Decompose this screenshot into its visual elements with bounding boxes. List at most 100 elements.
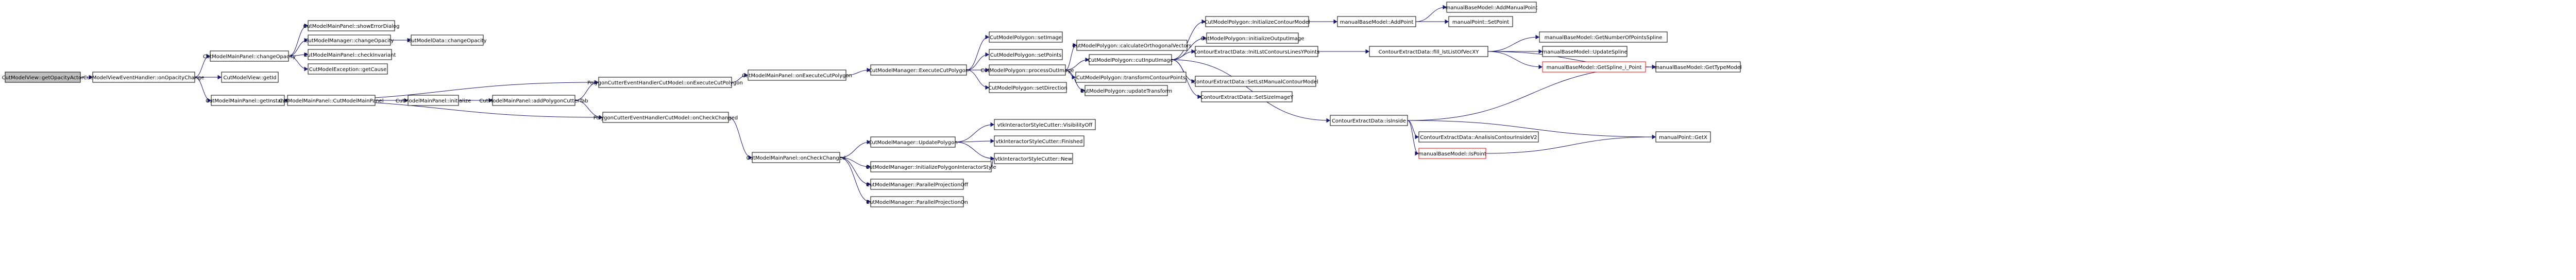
node-box (1201, 91, 1293, 102)
node-n4[interactable]: CutModelMainPanel::getInstance (206, 95, 290, 106)
node-n25[interactable]: CutModelManager::ParallelProjectionOn (866, 196, 968, 207)
node-n20[interactable]: CutModelPolygon::processOutImage (980, 64, 1074, 76)
node-label: ContourExtractData::SetSizeImageY (1200, 95, 1294, 100)
node-n6[interactable]: CutModelManager::changeOpacity (305, 34, 394, 46)
node-label: CutModelData::changeOpacity (408, 38, 486, 44)
node-label: manualBaseModel::UpdateSpline (1542, 49, 1628, 55)
node-n45[interactable]: manualBaseModel::GetNumberOfPointsSpline (1539, 31, 1668, 43)
edge-n16-n25 (839, 157, 871, 202)
node-n43[interactable]: manualBaseModel::AddManualPoint (1445, 2, 1538, 13)
node-n11[interactable]: CutModelMainPanel::initialize (396, 95, 471, 106)
node-label: CutModelMainPanel::checkInvariant (304, 52, 396, 58)
edge-arrowhead (488, 98, 493, 103)
node-n21[interactable]: CutModelPolygon::setDirection (988, 82, 1067, 93)
node-n35[interactable]: ContourExtractData::InitLstContoursLines… (1194, 46, 1319, 57)
node-n47[interactable]: manualBaseModel::GetSpline_i_Point (1542, 61, 1646, 73)
node-box (492, 95, 575, 106)
node-n44[interactable]: manualPoint::SetPoint (1448, 16, 1513, 27)
node-label: CutModelMainPanel::onCheckChanged (747, 155, 846, 161)
node-n38[interactable]: ContourExtractData::isInside (1330, 115, 1408, 126)
edge-arrowhead (1073, 43, 1077, 48)
edge-arrowhead (867, 139, 871, 145)
node-box (287, 95, 376, 106)
node-label: CutModelView::getId (224, 75, 277, 81)
node-n7[interactable]: CutModelMainPanel::checkInvariant (304, 49, 396, 60)
node-n29[interactable]: CutModelPolygon::calculateOrthogonalVect… (1072, 40, 1192, 51)
node-box (210, 50, 289, 62)
node-n36[interactable]: ContourExtractData::SetLstManualContourM… (1193, 76, 1318, 87)
node-box (308, 34, 391, 46)
node-box (1330, 115, 1408, 126)
node-n24[interactable]: CutModelManager::ParallelProjectionOff (866, 179, 969, 190)
node-n16[interactable]: CutModelMainPanel::onCheckChanged (747, 152, 846, 163)
node-root[interactable]: CutModelView::getOpacityActor (2, 72, 84, 83)
edge-n20-n29 (1065, 45, 1077, 71)
node-n19[interactable]: CutModelPolygon::setPoints (989, 49, 1063, 60)
edge-arrowhead (1652, 64, 1656, 69)
node-n42[interactable]: manualBaseModel::IsPoint (1418, 148, 1486, 159)
edge-arrowhead (1333, 19, 1337, 24)
node-label: ContourExtractData::InitLstContoursLines… (1194, 49, 1319, 55)
edge-arrowhead (1535, 34, 1539, 40)
node-n2[interactable]: CutModelMainPanel::changeOpacity (203, 50, 296, 62)
node-label: vtkInteractorStyleCutter::Finished (996, 139, 1083, 145)
node-label: CutModelPolygon::setPoints (990, 52, 1062, 58)
edge-arrowhead (867, 199, 871, 204)
node-box (308, 49, 392, 60)
node-label: PolygonCutterEventHandlerCutModel::onExe… (587, 80, 743, 86)
node-n30[interactable]: CutModelPolygon::cutInputImage (1088, 54, 1173, 65)
node-n41[interactable]: ContourExtractData::AnalisisContourInsid… (1418, 131, 1539, 143)
node-n22[interactable]: CutModelManager::UpdatePolygon (868, 136, 958, 148)
edge-n40-n45 (1487, 37, 1539, 52)
edge-n39-n43 (1415, 7, 1447, 22)
node-n1[interactable]: CutModelViewEventHandler::onOpacityChang… (83, 72, 205, 83)
node-box (1195, 76, 1316, 87)
node-n9[interactable]: CutModelData::changeOpacity (408, 34, 487, 46)
node-n23[interactable]: CutModelManager::InitializePolygonIntera… (866, 161, 996, 172)
node-n26[interactable]: vtkInteractorStyleCutter::VisibilityOff (994, 119, 1096, 130)
edge-arrowhead (1081, 88, 1085, 93)
node-label: manualBaseModel::GetSpline_i_Point (1547, 65, 1642, 71)
edge-arrowhead (304, 23, 308, 28)
edge-n30-n35 (1171, 51, 1195, 60)
node-n5[interactable]: CutModelMainPanel::showErrorDialog (303, 20, 400, 31)
node-n28[interactable]: vtkInteractorStyleCutter::New (994, 153, 1073, 164)
node-n17[interactable]: CutModelManager::ExecuteCutPolygon (869, 64, 969, 76)
edge-arrowhead (1538, 49, 1543, 54)
node-label: manualBaseModel::AddManualPoint (1445, 5, 1537, 11)
node-n34[interactable]: CutModelPolygon::initializeOutputImage (1200, 32, 1304, 44)
node-n13[interactable]: PolygonCutterEventHandlerCutModel::onExe… (587, 77, 743, 88)
node-n31[interactable]: CutModelPolygon::transformContourPoints (1075, 72, 1187, 83)
node-n32[interactable]: CutModelPolygon::updateTransform (1080, 85, 1172, 96)
node-n40[interactable]: ContourExtractData::fill_lstListOfVecXY (1369, 46, 1488, 57)
node-n37[interactable]: ContourExtractData::SetSizeImageY (1200, 91, 1294, 102)
edge-arrowhead (990, 122, 994, 127)
node-n27[interactable]: vtkInteractorStyleCutter::Finished (994, 135, 1084, 147)
node-n8[interactable]: CutModelException::getCause (308, 63, 388, 75)
node-n3[interactable]: CutModelView::getId (221, 72, 279, 83)
node-label: manualBaseModel::IsPoint (1418, 151, 1486, 157)
node-n46[interactable]: manualBaseModel::UpdateSpline (1542, 46, 1628, 57)
node-box (870, 136, 956, 148)
edge-layer (80, 5, 1656, 204)
node-n10[interactable]: CutModelMainPanel::CutModelMainPanel (279, 95, 384, 106)
node-label: ContourExtractData::AnalisisContourInsid… (1420, 135, 1537, 141)
node-n49[interactable]: manualPoint::GetX (1655, 131, 1711, 143)
node-n14[interactable]: PolygonCutterEventHandlerCutModel::onChe… (594, 112, 738, 123)
node-n33[interactable]: CutModelPolygon::InitializeContourModel (1204, 16, 1310, 27)
node-n48[interactable]: manualBaseModel::GetTypeModel (1654, 61, 1742, 73)
node-n12[interactable]: CutModelMainPanel::addPolygonCutterTab (479, 95, 588, 106)
node-label: CutModelManager::ParallelProjectionOn (866, 200, 968, 205)
node-label: CutModelMainPanel::CutModelMainPanel (279, 98, 384, 104)
edge-arrowhead (1443, 5, 1447, 10)
node-label: CutModelPolygon::cutInputImage (1088, 58, 1173, 63)
node-box (752, 152, 840, 163)
node-box (598, 77, 732, 88)
node-n39[interactable]: manualBaseModel::AddPoint (1337, 16, 1416, 27)
node-n15[interactable]: CutModelMainPanel::onExecuteCutPolygon (742, 69, 852, 81)
node-box (1655, 61, 1741, 73)
node-n18[interactable]: CutModelPolygon::setImage (989, 31, 1063, 43)
node-box (870, 179, 964, 190)
edge-arrowhead (1201, 19, 1206, 24)
